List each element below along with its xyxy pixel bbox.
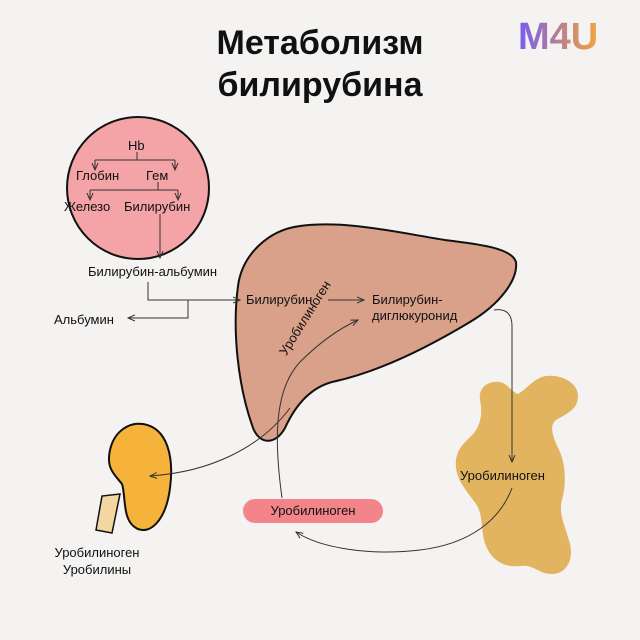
- liver-icon: [234, 223, 518, 442]
- urobilinogen-intestine-label: Уробилиноген: [460, 468, 545, 483]
- urine-label-2: Уробилины: [62, 562, 132, 577]
- cell-circle-icon: [66, 116, 210, 260]
- arrow-icon: [276, 320, 358, 499]
- urobilinogen-blood-badge: Уробилиноген: [243, 499, 383, 523]
- arrow-icon: [95, 152, 175, 161]
- title-line-2: билирубина: [217, 66, 423, 104]
- title-line-1: Метаболизм: [216, 24, 424, 62]
- urine-label-1: Уробилиноген: [54, 545, 140, 560]
- gem-label: Гем: [146, 168, 169, 183]
- bilirubin-albumin-label: Билирубин-альбумин: [88, 264, 218, 279]
- albumin-label: Альбумин: [54, 312, 114, 327]
- iron-label: Железо: [64, 199, 111, 214]
- arrow-icon: [147, 282, 240, 300]
- m4u-logo: M4U: [518, 16, 598, 58]
- arrow-icon: [493, 309, 512, 462]
- bilirubin-circle-label: Билирубин: [124, 199, 191, 214]
- ureter-icon: [95, 493, 121, 534]
- page-title: Метаболизм билирубина: [120, 22, 520, 106]
- bilirubin-diglucuronide-label-1: Билирубин-: [372, 292, 443, 307]
- arrow-icon: [296, 487, 513, 553]
- kidney-icon: [108, 422, 173, 531]
- arrow-icon: [128, 300, 189, 318]
- globin-label: Глобин: [76, 168, 120, 183]
- hb-label: Hb: [128, 138, 145, 153]
- bilirubin-liver-label: Билирубин: [246, 292, 313, 307]
- arrow-icon: [150, 407, 291, 476]
- bilirubin-diglucuronide-label-2: диглюкуронид: [372, 308, 458, 323]
- arrow-icon: [90, 182, 178, 191]
- logo-text: M4U: [518, 16, 598, 58]
